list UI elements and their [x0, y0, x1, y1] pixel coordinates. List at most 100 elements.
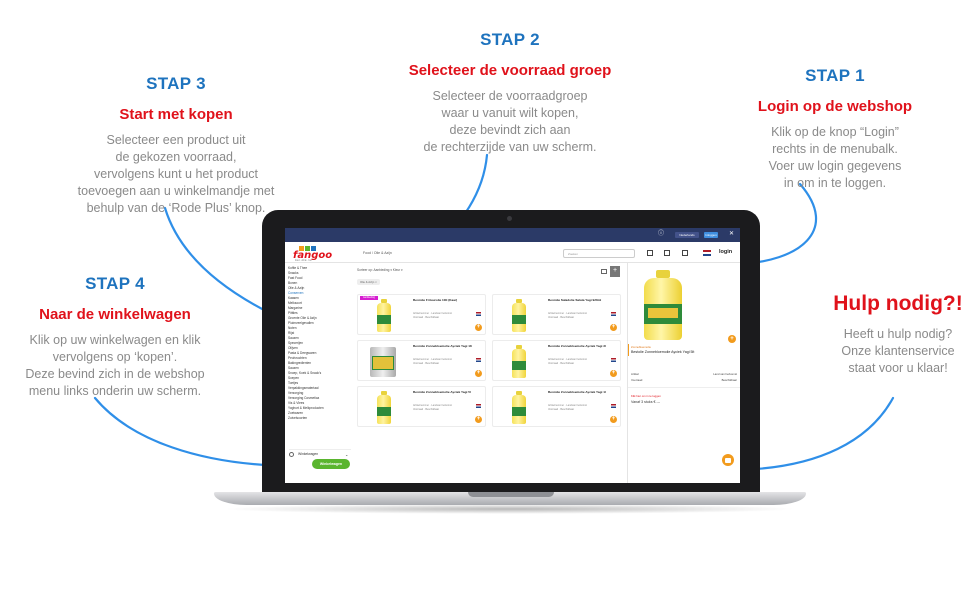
login-button[interactable]: login — [719, 249, 733, 255]
add-to-cart-button[interactable]: + — [728, 335, 736, 343]
step-2-number: STAP 2 — [480, 30, 540, 49]
flag-icon — [611, 358, 616, 362]
help-title: Hulp nodig?! — [833, 292, 963, 315]
cart-row[interactable]: Winkelwagen ⌄ — [289, 449, 351, 458]
add-square-button[interactable]: + — [610, 266, 620, 277]
step-1-description: Klik op de knop “Login” rechts in de men… — [768, 125, 902, 190]
sidebar-category-item[interactable]: Snoep, Koek & Snack's — [288, 371, 322, 375]
logo-text: fangoo — [293, 250, 333, 261]
sidebar-category-item[interactable]: Soepen — [288, 376, 299, 380]
breadcrumb[interactable]: Food / Olie & Azijn — [363, 251, 392, 255]
list-view-icon[interactable] — [664, 250, 670, 256]
sidebar-category-item[interactable]: Rijst — [288, 331, 295, 335]
detail-accent — [628, 344, 630, 356]
logo-block-green — [305, 246, 310, 251]
sidebar-category-item[interactable]: Fast Food — [288, 276, 303, 280]
add-to-cart-plus-button[interactable]: + — [475, 324, 482, 331]
sidebar-category-item[interactable]: Yoghurt & Melkproducten — [288, 406, 324, 410]
shop-button[interactable]: Winkelwagen — [312, 459, 350, 469]
sidebar-category-item[interactable]: Verzorging Cosmetica — [288, 396, 320, 400]
sidebar-category-item[interactable]: Zuivelsoorten — [288, 416, 308, 420]
sidebar-category-item[interactable]: Koffie & Thee — [288, 266, 308, 270]
product-detail-panel: + Zonnebloemolie Bestolie Zonnebloemolie… — [628, 264, 740, 483]
logo-block-blue — [311, 246, 316, 251]
laptop-shadow — [222, 504, 798, 514]
print-icon[interactable] — [601, 269, 607, 274]
sidebar-category-item[interactable]: Verpakkingsmateriaal — [288, 386, 319, 390]
flag-icon — [611, 312, 616, 316]
sidebar-category-item[interactable]: Margarine — [288, 306, 303, 310]
laptop-base — [214, 492, 806, 505]
sidebar-category-item[interactable]: Pittties — [288, 311, 298, 315]
product-image — [511, 299, 527, 332]
sidebar-category-item[interactable]: Bonen — [288, 281, 298, 285]
fangoo-logo[interactable]: fangoo food · drink · fun — [291, 245, 333, 263]
topbar-login-button[interactable]: Inloggen — [704, 232, 718, 238]
step-2-description: Selecteer de voorraadgroep waar u vanuit… — [423, 89, 597, 154]
step-2-title: Selecteer de voorraad groep — [408, 62, 612, 79]
dutch-flag-icon[interactable] — [703, 250, 711, 256]
product-image — [376, 391, 392, 424]
add-to-cart-plus-button[interactable]: + — [475, 370, 482, 377]
cart-icon — [289, 452, 294, 457]
laptop-notch — [468, 492, 554, 497]
login-note-link[interactable]: Klik hier om in te loggen — [631, 394, 661, 398]
sidebar-category-item[interactable]: Olijven — [288, 346, 298, 350]
step-1-number: STAP 1 — [805, 66, 865, 85]
product-card[interactable]: Bestolie Frituurolie 10lt (Kaar)Artikeln… — [357, 294, 486, 335]
language-button[interactable]: Nederlands — [675, 232, 699, 238]
info-icon[interactable]: ⓘ — [658, 231, 665, 237]
detail-category: Zonnebloemolie — [631, 345, 651, 349]
sidebar-category-item[interactable]: Olie & Azijn — [288, 286, 305, 290]
sidebar-category-item[interactable]: Groente Olie & Azijn — [288, 316, 317, 320]
sidebar-category-item[interactable]: Specerijen — [288, 341, 304, 345]
sidebar-category-item[interactable]: Melksoort — [288, 301, 302, 305]
sidebar-category-item[interactable]: Vis & Vlees — [288, 401, 305, 405]
step-2-annotation: STAP 2 Selecteer de voorraad groep Selec… — [392, 30, 628, 156]
sidebar-category-item[interactable]: Pasta & Deegwaren — [288, 351, 317, 355]
help-description: Heeft u hulp nodig? Onze klantenservice … — [841, 327, 955, 375]
arrow-help — [735, 396, 895, 472]
add-to-cart-plus-button[interactable]: + — [610, 324, 617, 331]
search-input[interactable]: Zoeken — [563, 249, 635, 258]
add-to-cart-plus-button[interactable]: + — [610, 416, 617, 423]
chat-button[interactable] — [722, 454, 734, 466]
add-to-cart-plus-button[interactable]: + — [475, 416, 482, 423]
add-to-cart-plus-button[interactable]: + — [610, 370, 617, 377]
sidebar-category-item[interactable]: Kaasen — [288, 296, 299, 300]
product-name: Bestolie Zonnebloemolie Ayciek Yagi 3l — [548, 344, 606, 348]
sidebar-category-item[interactable]: Bakingredienten — [288, 361, 312, 365]
detail-product-name: Bestolie Zonnebloemolie Ayciek Yagi 5lt — [631, 350, 695, 354]
sidebar-category-item[interactable]: Conserven — [288, 291, 304, 295]
sidebar-category-item[interactable]: Verzorging — [288, 391, 304, 395]
chevron-down-icon: ⌄ — [345, 452, 349, 457]
close-icon[interactable]: ✕ — [729, 231, 735, 237]
sidebar-category-item[interactable]: Snacks — [288, 271, 299, 275]
sidebar-category-item[interactable]: Zoetwaren — [288, 411, 304, 415]
sidebar-category-item[interactable]: Peulvruchten — [288, 356, 307, 360]
sidebar-category-item[interactable]: Toetjes — [288, 381, 299, 385]
cart-label: Winkelwagen — [298, 452, 319, 456]
sidebar-category-item[interactable]: Sauzen — [288, 366, 299, 370]
spec-row: Voorraad Beschikbaar — [631, 378, 737, 384]
camera-icon — [507, 216, 512, 221]
step-4-description: Klik op uw winkelwagen en klik vervolgen… — [25, 333, 205, 398]
product-meta: Artikelnummer · Landvan herkomst Voorraa… — [413, 358, 452, 365]
spec-label: Voorraad — [631, 377, 643, 382]
sort-filters[interactable]: Sorteer op: Aanbieding ▾ Kleur ▾ — [357, 268, 403, 272]
compact-view-icon[interactable] — [682, 250, 688, 256]
active-filter-tag[interactable]: Olie & Azijn × — [357, 279, 380, 285]
flag-icon — [476, 404, 481, 408]
sidebar-category-item[interactable]: Pluimveelgevallen — [288, 321, 314, 325]
product-image — [511, 391, 527, 424]
sidebar-category-item[interactable]: Sauzen — [288, 336, 299, 340]
step-1-title: Login op de webshop — [757, 98, 913, 115]
grid-view-icon[interactable] — [647, 250, 653, 256]
product-image — [511, 345, 527, 378]
sidebar-category-item[interactable]: Noten — [288, 326, 297, 330]
